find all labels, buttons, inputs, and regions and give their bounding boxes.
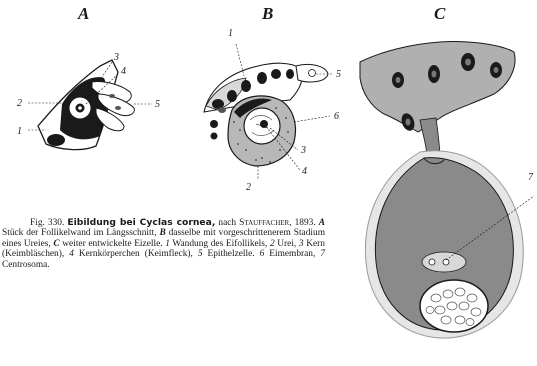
caption-legend-1: Wandung des Eifollikels, (170, 239, 270, 249)
label-a-2: 2 (17, 98, 22, 109)
lower-cell-a (47, 134, 65, 146)
figure-c: 7 (360, 41, 534, 338)
caption-c-text: weiter entwickelte Eizelle. (60, 239, 166, 249)
figure-caption: Fig. 330. Eibildung bei Cyclas cornea, n… (2, 218, 325, 270)
caption-legend-5: Epithelzelle. (203, 249, 260, 259)
caption-a-letter: A (319, 218, 325, 228)
caption-year: , 1893. (289, 218, 319, 228)
label-a-1: 1 (17, 126, 22, 137)
label-a-3: 3 (113, 52, 119, 63)
label-a-4: 4 (121, 66, 126, 77)
label-b-5: 5 (336, 69, 341, 80)
label-b-6: 6 (334, 111, 339, 122)
follicle-wall-c (360, 41, 515, 132)
caption-author-prefix: nach (218, 218, 239, 228)
caption-legend-4: Kernkörperchen (Keimfleck), (74, 249, 198, 259)
caption-fig-number: Fig. 330. (2, 218, 64, 228)
label-b-3: 3 (300, 145, 306, 156)
label-b-2: 2 (246, 182, 251, 193)
caption-author: Stauffacher (239, 218, 289, 228)
caption-legend-7-num: 7 (320, 249, 325, 259)
label-b-1: 1 (228, 28, 233, 39)
label-a-5: 5 (155, 99, 160, 110)
label-c-7: 7 (528, 172, 534, 183)
figure-b: 1 5 6 3 4 2 (204, 28, 341, 193)
caption-legend-6: Eimembran, (264, 249, 320, 259)
caption-title: Eibildung bei Cyclas cornea, (67, 217, 215, 228)
caption-a-text: Stück der Follikelwand im Längsschnitt, (2, 228, 159, 238)
caption-legend-7: Centrosoma. (2, 260, 50, 270)
label-b-4: 4 (302, 166, 307, 177)
caption-legend-2: Urei, (275, 239, 299, 249)
figure-a: 2 1 3 4 5 (17, 52, 160, 150)
